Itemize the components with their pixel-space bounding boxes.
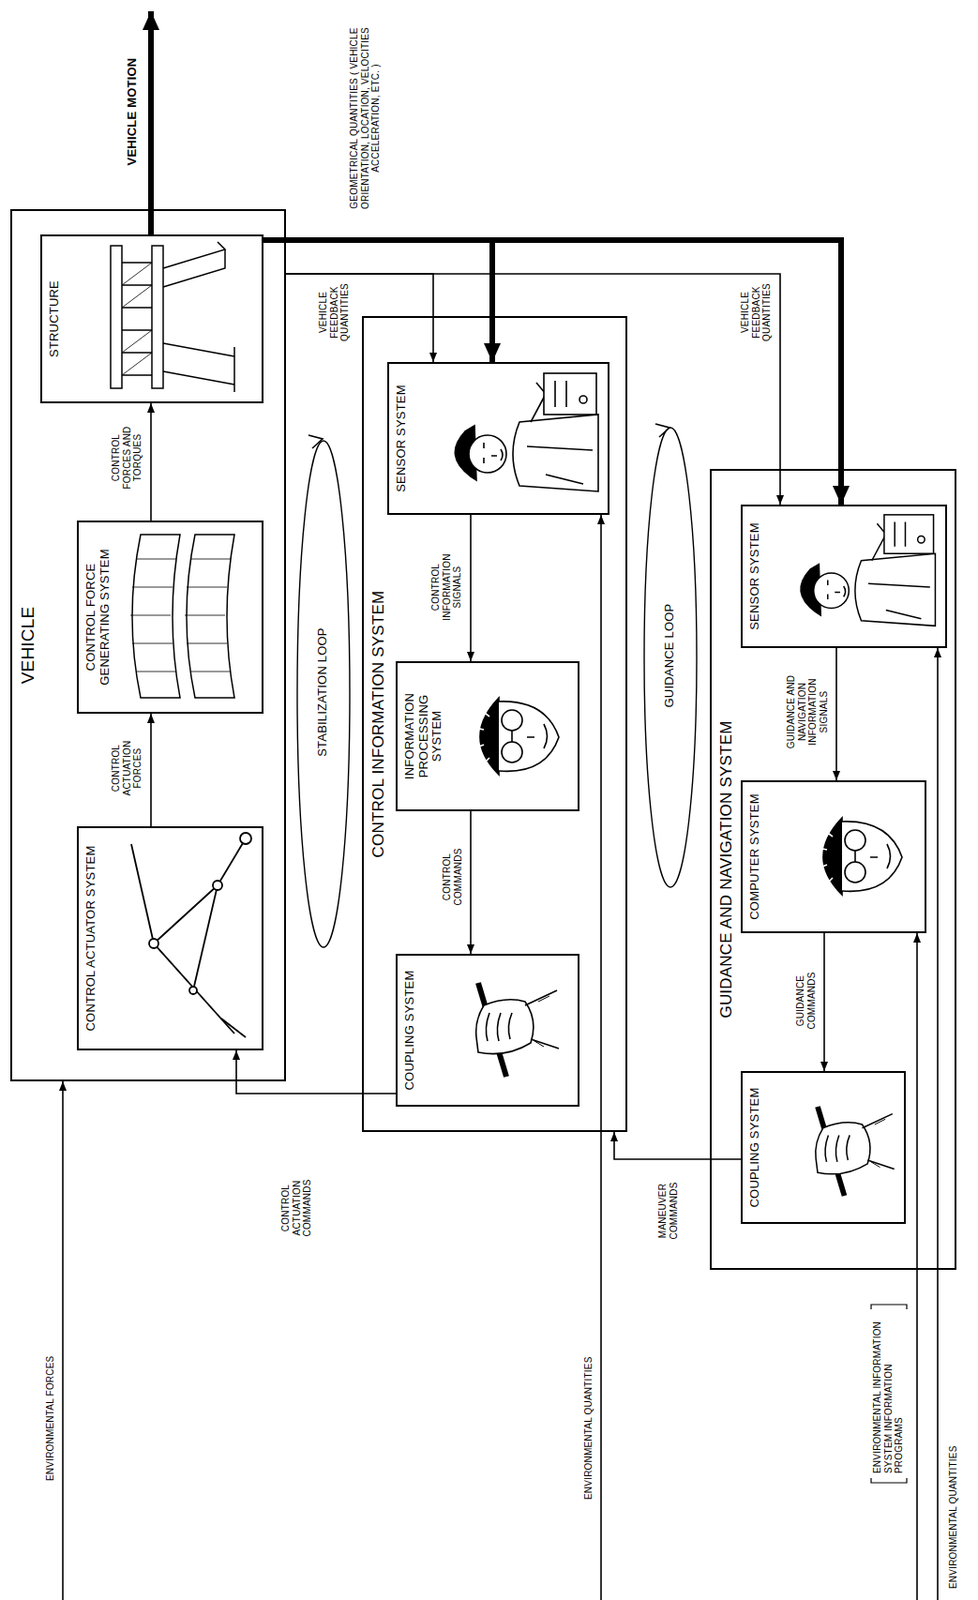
input-label: ENVIRONMENTAL FORCES — [45, 1354, 57, 1483]
box-title: STRUCTURE — [42, 236, 62, 402]
subsystem-box: COUPLING SYSTEM — [395, 953, 580, 1107]
environmental-forces-arrow — [61, 1081, 64, 1600]
subsystem-box: STRUCTURE — [40, 234, 264, 404]
pilot-head-figure — [817, 817, 903, 895]
signal-label: CONTROL INFORMATION SIGNALS — [430, 540, 464, 634]
signal-label: MANEUVER COMMANDS — [657, 1168, 679, 1253]
hand-stick-figure — [476, 982, 559, 1077]
quantities-note: GEOMETRICAL QUANTITIES ( VEHICLE ORIENTA… — [348, 22, 382, 214]
box-title: COMPUTER SYSTEM — [742, 782, 763, 932]
subsystem-box: CONTROL FORCE GENERATING SYSTEM — [76, 520, 264, 714]
subsystem-box: SENSOR SYSTEM — [740, 504, 948, 648]
signal-arrow — [150, 403, 152, 521]
signal-arrow — [469, 514, 472, 662]
box-title: VEHICLE — [12, 210, 38, 1080]
loop-arrowhead — [308, 435, 323, 449]
system-box: GUIDANCE AND NAVIGATION SYSTEM SENSOR SYS… — [709, 468, 957, 1270]
signal-arrow — [835, 647, 838, 781]
signal-label: CONTROL FORCES AND TORQUES — [110, 412, 144, 503]
loop-ellipse — [644, 427, 697, 888]
input-label: ENVIRONMENTAL INFORMATION SYSTEM INFORMA… — [872, 1308, 905, 1475]
subsystem-box: COUPLING SYSTEM — [740, 1070, 906, 1224]
motion-label: VEHICLE MOTION — [125, 30, 140, 194]
signal-label: CONTROL ACTUATION FORCES — [110, 726, 144, 810]
flyer-structure-drawing — [110, 241, 235, 392]
vehicle-motion-arrow — [148, 11, 154, 235]
signal-arrow — [823, 932, 826, 1071]
wing-drawing — [130, 534, 235, 698]
actuator-linkage-drawing — [131, 832, 252, 1038]
system-box: CONTROL INFORMATION SYSTEMSENSOR SYSTEM I… — [361, 315, 628, 1132]
environmental-quantities-arrow — [600, 514, 602, 1600]
pilot-sensor-figure — [800, 514, 936, 626]
signal-label: GUIDANCE AND NAVIGATION INFORMATION SIGN… — [785, 654, 829, 769]
signal-label: VEHICLE FEEDBACK QUANTITIES — [317, 275, 351, 349]
subsystem-box: COMPUTER SYSTEM — [740, 780, 927, 933]
loop-arrowhead — [655, 423, 670, 437]
box-title: COUPLING SYSTEM — [742, 1072, 763, 1222]
loop-label: GUIDANCE LOOP — [662, 559, 678, 752]
signal-label: CONTROL COMMANDS — [441, 830, 464, 923]
environmental-quantities-arrow — [936, 647, 939, 1600]
signal-arrow — [285, 273, 434, 362]
subsystem-box: CONTROL ACTUATOR SYSTEM — [76, 826, 264, 1051]
box-title: COUPLING SYSTEM — [397, 955, 418, 1105]
box-title: SENSOR SYSTEM — [389, 363, 409, 513]
loop-ellipse — [297, 440, 350, 948]
loop-label: STABILIZATION LOOP — [315, 596, 331, 788]
signal-label: CONTROL ACTUATION COMMANDS — [280, 1160, 314, 1255]
box-title: CONTROL FORCE GENERATING SYSTEM — [78, 522, 112, 712]
box-title: INFORMATION PROCESSING SYSTEM — [397, 662, 445, 810]
box-title: GUIDANCE AND NAVIGATION SYSTEM — [711, 470, 736, 1268]
bracket — [871, 1304, 907, 1483]
input-label: ENVIRONMENTAL QUANTITIES — [947, 1443, 960, 1591]
pilot-sensor-figure — [454, 373, 599, 492]
system-box: VEHICLESTRUCTURE CONTROL FORCE GENERATING… — [10, 209, 286, 1082]
subsystem-box: SENSOR SYSTEM — [387, 361, 610, 515]
signal-arrow — [150, 713, 152, 827]
signal-label: VEHICLE FEEDBACK QUANTITIES — [739, 275, 773, 349]
environmental-information-arrow — [916, 932, 918, 1600]
signal-arrow — [614, 1131, 741, 1159]
signal-arrow — [469, 811, 472, 954]
hand-stick-figure — [815, 1106, 895, 1196]
box-title: SENSOR SYSTEM — [742, 506, 763, 647]
box-title: CONTROL INFORMATION SYSTEM — [363, 317, 388, 1130]
signal-arrow — [263, 240, 493, 362]
signal-label: GUIDANCE COMMANDS — [795, 952, 817, 1049]
subsystem-box: INFORMATION PROCESSING SYSTEM — [395, 661, 580, 812]
box-title: CONTROL ACTUATOR SYSTEM — [78, 827, 99, 1049]
signal-arrow — [236, 1050, 396, 1094]
input-label: ENVIRONMENTAL QUANTITIES — [583, 1354, 595, 1502]
signal-arrow — [263, 240, 842, 505]
pilot-head-figure — [474, 697, 559, 775]
signal-arrow — [285, 273, 781, 505]
